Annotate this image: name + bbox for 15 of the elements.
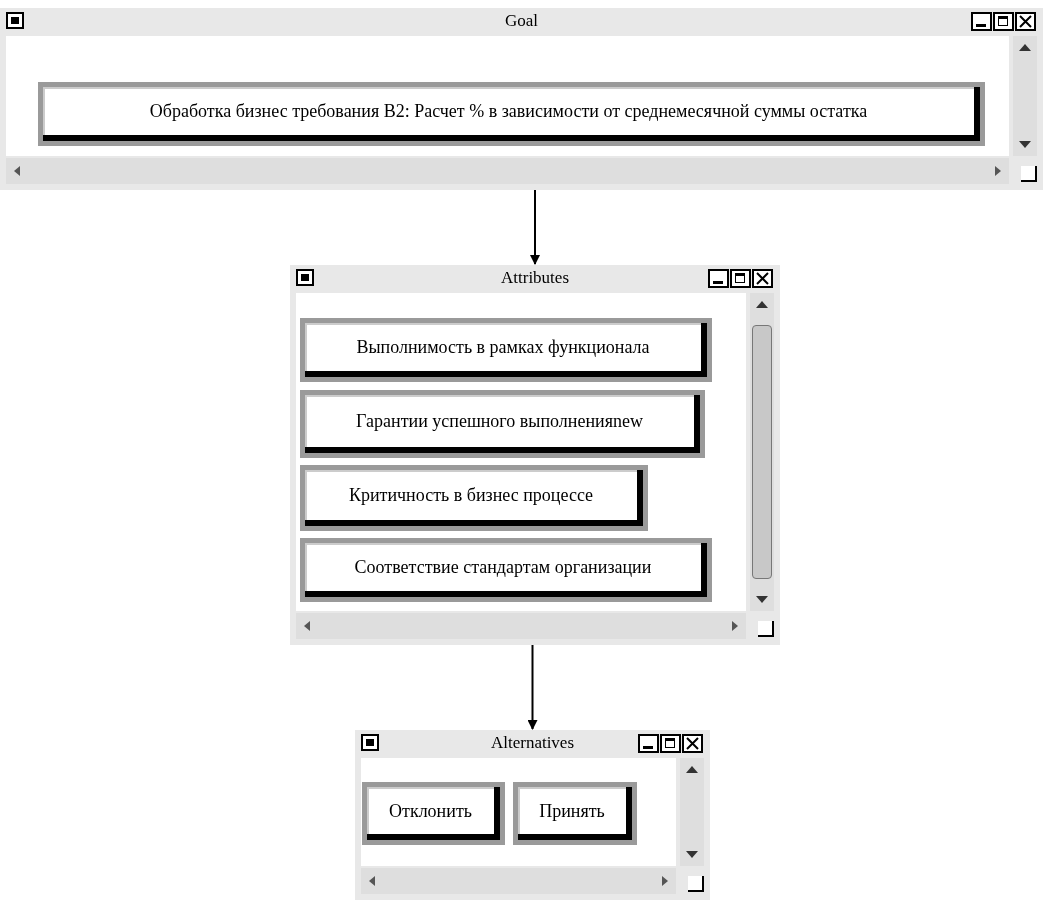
- window-title: Attributes: [501, 268, 569, 288]
- option-button: Принять: [513, 782, 637, 845]
- window-title: Goal: [505, 11, 538, 31]
- window: [290, 265, 780, 645]
- window: [355, 730, 710, 900]
- option-button: Выполнимость в рамках функционала: [300, 318, 712, 382]
- arrow: [530, 189, 540, 265]
- window-title: Alternatives: [490, 733, 575, 753]
- option-button: Обработка бизнес требования B2: Расчет % в зависимости от среднемесячной суммы остатка: [38, 82, 985, 146]
- arrow: [527, 644, 538, 730]
- option-button: Соответствие стандартам организации: [300, 538, 712, 602]
- window: [0, 8, 1043, 190]
- option-button: Отклонить: [362, 782, 505, 845]
- option-button: Гарантии успешного выполненияnew: [300, 390, 705, 458]
- option-button: Критичность в бизнес процессе: [300, 465, 648, 531]
